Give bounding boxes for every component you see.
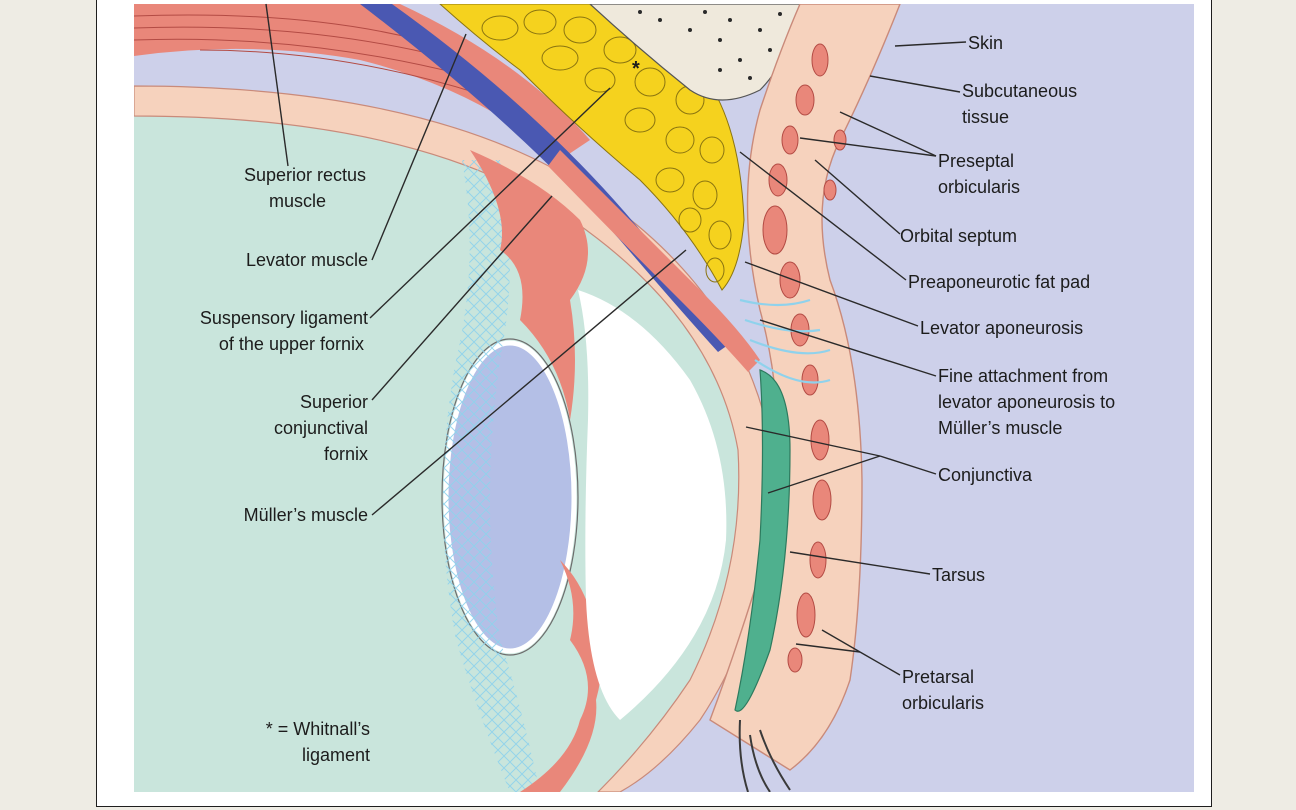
label-superior-fornix-2: conjunctival [274, 418, 368, 438]
label-fine-attachment-1: Fine attachment from [938, 366, 1108, 386]
label-superior-rectus-2: muscle [269, 191, 326, 211]
label-levator-muscle: Levator muscle [246, 250, 368, 270]
label-tarsus: Tarsus [932, 565, 985, 585]
label-suspensory-2: of the upper fornix [219, 334, 364, 354]
legend-whitnall-1: * = Whitnall’s [266, 719, 370, 739]
label-skin: Skin [968, 33, 1003, 53]
muller-muscle-strip [548, 150, 760, 372]
label-fine-attachment-2: levator aponeurosis to [938, 392, 1115, 412]
tarsus-plate [734, 369, 791, 712]
label-superior-rectus-1: Superior rectus [244, 165, 366, 185]
ciliary-body-lower [520, 560, 602, 792]
label-preaponeurotic-fat-pad: Preaponeurotic fat pad [908, 272, 1090, 292]
asterisk-marker: * [632, 58, 640, 80]
zonular-fibers [443, 160, 540, 792]
superior-rectus-muscle [134, 4, 590, 160]
label-levator-aponeurosis: Levator aponeurosis [920, 318, 1083, 338]
label-fine-attachment-3: Müller’s muscle [938, 418, 1062, 438]
legend-whitnall-2: ligament [302, 745, 370, 765]
label-superior-fornix-1: Superior [300, 392, 368, 412]
label-subcutaneous-2: tissue [962, 107, 1009, 127]
label-superior-fornix-3: fornix [324, 444, 368, 464]
label-preseptal-1: Preseptal [938, 151, 1014, 171]
label-conjunctiva: Conjunctiva [938, 465, 1033, 485]
label-orbital-septum: Orbital septum [900, 226, 1017, 246]
label-muller-muscle: Müller’s muscle [244, 505, 368, 525]
anterior-chamber [578, 290, 727, 720]
leader-lines [265, 3, 967, 676]
label-pretarsal-2: orbicularis [902, 693, 984, 713]
ciliary-body-upper [470, 150, 588, 420]
label-subcutaneous-1: Subcutaneous [962, 81, 1077, 101]
label-pretarsal-1: Pretarsal [902, 667, 974, 687]
label-suspensory-1: Suspensory ligament [200, 308, 368, 328]
label-preseptal-2: orbicularis [938, 177, 1020, 197]
